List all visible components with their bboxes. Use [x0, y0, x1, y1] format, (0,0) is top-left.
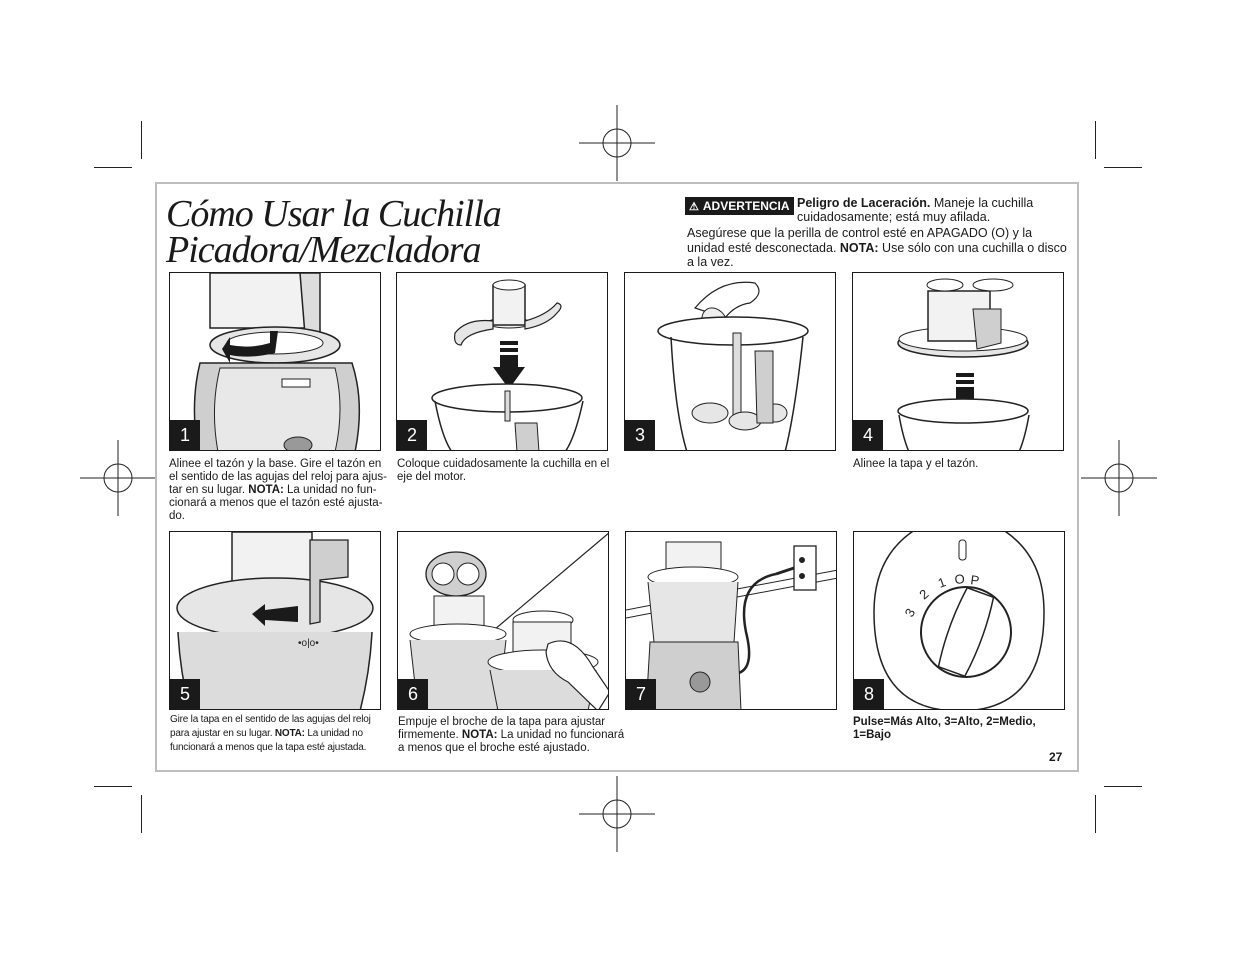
- step-8-illustration: 3 2 1 O P 8: [853, 531, 1065, 710]
- step-3-illustration: 3: [624, 272, 836, 451]
- adding-food-illustration: [657, 281, 809, 450]
- step-number-badge: 8: [854, 679, 884, 709]
- warning-heading: Peligro de Laceración.: [797, 196, 931, 210]
- step-7-illustration: 7: [625, 531, 837, 710]
- warning-text: Peligro de Laceración. Maneje la cuchill…: [797, 196, 1067, 224]
- registration-mark-icon: [1081, 440, 1157, 516]
- latch-illustration: [399, 532, 608, 709]
- step-4-illustration: 4: [852, 272, 1064, 451]
- crop-mark: [1104, 167, 1142, 168]
- warning-badge: ⚠ADVERTENCIA: [685, 197, 794, 215]
- crop-mark: [1095, 795, 1096, 833]
- page-title: Cómo Usar la Cuchilla Picadora/Mezclador…: [166, 193, 502, 271]
- page-number: 27: [1049, 750, 1063, 764]
- warning-note-post: Use sólo con una cuchilla o disco a la v…: [687, 240, 1067, 270]
- step-number-badge: 6: [398, 679, 428, 709]
- crop-mark: [141, 121, 142, 159]
- dial-label-1: 1: [936, 574, 948, 591]
- step-1-illustration: 1: [169, 272, 381, 451]
- warning-triangle-icon: ⚠: [689, 201, 699, 213]
- plug-in-illustration: [626, 541, 836, 709]
- step-5-illustration: •o|o• 5: [169, 531, 381, 710]
- step-number-badge: 5: [170, 679, 200, 709]
- step-number-badge: 7: [626, 679, 656, 709]
- step-number-badge: 3: [625, 420, 655, 450]
- step-8-caption: Pulse=Más Alto, 3=Alto, 2=Medio, 1=Bajo: [853, 716, 1036, 741]
- bowl-base-illustration: [193, 273, 361, 450]
- crop-mark: [94, 786, 132, 787]
- registration-mark-icon: [579, 776, 655, 852]
- warning-note: Asegúrese que la perilla de control esté…: [687, 226, 1072, 270]
- warning-note-label: NOTA:: [839, 240, 879, 255]
- crop-mark: [94, 167, 132, 168]
- blade-illustration: [431, 279, 584, 450]
- registration-mark-icon: [80, 440, 156, 516]
- step-6-caption: Empuje el broche de la tapa para ajustar…: [398, 716, 625, 754]
- page-frame: [155, 182, 1079, 772]
- step-number-badge: 2: [397, 420, 427, 450]
- page-title-line-2: Picadora/Mezcladora: [166, 229, 482, 271]
- crop-mark: [141, 795, 142, 833]
- warning-note-pre: Asegúrese que la perilla de control esté…: [687, 226, 1033, 255]
- step-1-caption: Alinee el tazón y la base. Gire el tazón…: [169, 458, 387, 522]
- step-number-badge: 4: [853, 420, 883, 450]
- warning-badge-label: ADVERTENCIA: [702, 199, 790, 213]
- lid-align-illustration: [897, 278, 1030, 450]
- dial-label-pulse: P: [970, 572, 981, 588]
- step-4-caption: Alinee la tapa y el tazón.: [853, 458, 979, 470]
- step-number-badge: 1: [170, 420, 200, 450]
- crop-mark: [1095, 121, 1096, 159]
- lid-twist-illustration: •o|o•: [176, 532, 374, 709]
- step-5-caption: Gire la tapa en el sentido de las agujas…: [170, 714, 371, 753]
- crop-mark: [1104, 786, 1142, 787]
- svg-text:•o|o•: •o|o•: [298, 638, 319, 649]
- control-dial-illustration: 3 2 1 O P: [873, 532, 1045, 709]
- dial-label-off: O: [954, 571, 965, 587]
- page-title-line-1: Cómo Usar la Cuchilla: [166, 193, 502, 235]
- step-2-caption: Coloque cuidadosamente la cuchilla en el…: [397, 458, 610, 483]
- step-2-illustration: 2: [396, 272, 608, 451]
- registration-mark-icon: [579, 105, 655, 181]
- warning-body: Maneje la cuchilla cuidadosamente; está …: [797, 196, 1034, 224]
- step-6-illustration: 6: [397, 531, 609, 710]
